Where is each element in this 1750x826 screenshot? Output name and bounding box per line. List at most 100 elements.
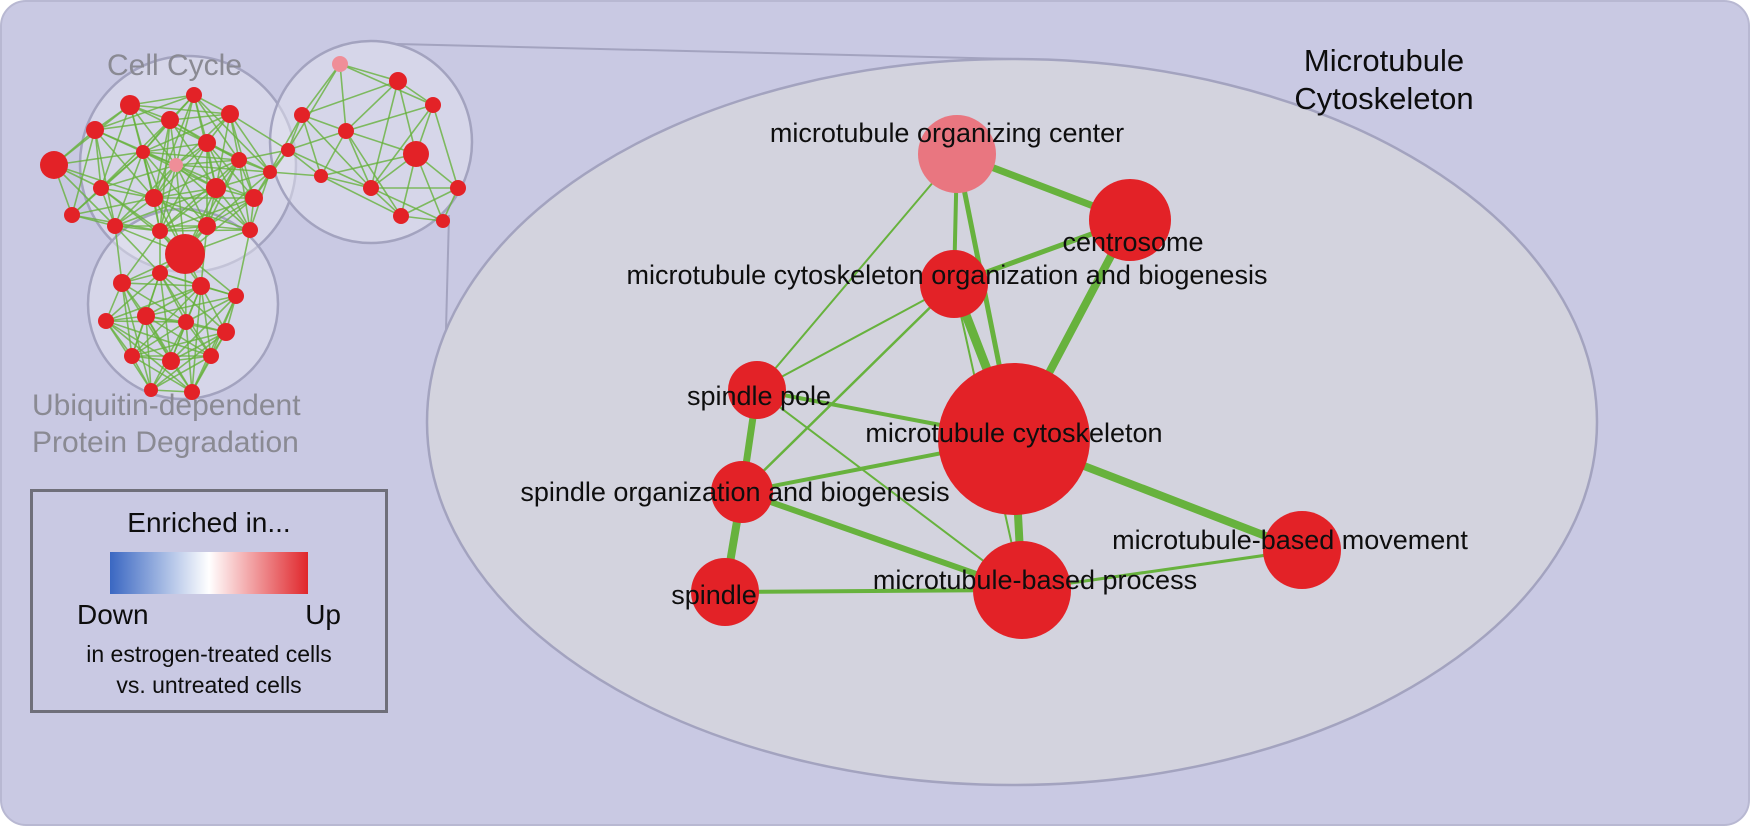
mini-edge: [131, 331, 227, 357]
mini-edge: [287, 63, 341, 151]
legend-downup-row: Down Up: [33, 599, 385, 631]
mini-edge: [53, 164, 116, 227]
mini-edge: [370, 80, 399, 189]
mini-edge: [159, 142, 208, 232]
mini-edge: [229, 113, 289, 151]
mini-node: [198, 134, 216, 152]
mini-edge: [121, 230, 161, 284]
mini-edge: [142, 113, 231, 153]
mini-edge: [320, 175, 372, 189]
mini-node: [217, 323, 235, 341]
mini-edge: [345, 130, 402, 217]
mini-edge: [114, 187, 217, 227]
mini-edge: [301, 80, 399, 116]
node-moc: [918, 115, 996, 193]
mini-node: [192, 277, 210, 295]
mini-edge: [159, 272, 227, 333]
mini-node: [436, 214, 450, 228]
cluster-label-microtubule-line2: Cytoskeleton: [1294, 81, 1474, 116]
label-mt-cyto: microtubule cytoskeleton: [865, 418, 1162, 448]
node-mt-cyto: [938, 363, 1090, 515]
legend-up-label: Up: [305, 599, 341, 630]
mini-edge: [175, 94, 195, 166]
cluster-circle-microtubule: [268, 39, 474, 245]
node-orgbio: [920, 250, 988, 318]
mini-edge: [170, 295, 237, 362]
mini-edge: [114, 151, 144, 227]
mini-edge: [94, 129, 102, 189]
mini-edge: [145, 285, 202, 317]
mini-edge: [100, 104, 131, 189]
mini-edge: [131, 321, 187, 357]
mini-node: [389, 72, 407, 90]
label-mt-movement: microtubule-based movement: [1112, 525, 1468, 555]
mini-node: [393, 208, 409, 224]
node-spindle-org: [711, 461, 773, 523]
mini-edge: [287, 149, 322, 177]
mini-node: [145, 189, 163, 207]
mini-edge: [121, 282, 133, 357]
mini-edge: [229, 113, 271, 173]
mini-edge: [142, 151, 240, 161]
mini-edge: [153, 197, 251, 231]
mini-node: [120, 95, 140, 115]
label-mt-process: microtubule-based process: [873, 565, 1197, 595]
label-centrosome: centrosome: [1062, 227, 1203, 257]
mini-edge: [400, 187, 459, 217]
mini-node: [136, 145, 150, 159]
mini-node: [263, 165, 277, 179]
label-orgbio: microtubule cytoskeleton organization an…: [627, 260, 1268, 290]
legend-caption-line2: vs. untreated cells: [116, 672, 302, 698]
mini-edge: [153, 159, 240, 199]
mini-node: [165, 234, 205, 274]
mini-edge: [185, 295, 237, 323]
mini-edge: [153, 142, 208, 199]
mini-node: [178, 314, 194, 330]
mini-node: [314, 169, 328, 183]
mini-edge: [100, 164, 177, 189]
mini-edge: [206, 171, 271, 227]
zoom-guide-line: [396, 43, 1013, 60]
mini-node: [231, 152, 247, 168]
label-spindle-pole: spindle pole: [687, 381, 831, 411]
mini-edge: [320, 175, 402, 217]
mini-edge: [129, 104, 177, 166]
mini-node: [450, 180, 466, 196]
mini-node: [137, 307, 155, 325]
cluster-label-microtubule-cytoskeleton: Microtubule Cytoskeleton: [1264, 42, 1504, 118]
mini-edge: [142, 142, 208, 153]
mini-edge: [159, 187, 217, 232]
mini-node: [242, 222, 258, 238]
cluster-label-ubiquitin-line2: Protein Degradation: [32, 426, 299, 459]
mini-node: [169, 158, 183, 172]
mini-edge: [145, 295, 237, 317]
mini-edge: [301, 63, 341, 116]
legend-down-label: Down: [77, 599, 149, 630]
cluster-label-cell-cycle: Cell Cycle: [107, 49, 243, 82]
mini-node: [425, 97, 441, 113]
mini-node: [152, 223, 168, 239]
mini-node: [221, 105, 239, 123]
label-spindle: spindle: [671, 580, 757, 610]
mini-edge: [145, 315, 152, 391]
mini-node: [107, 218, 123, 234]
mini-edge: [193, 94, 271, 173]
mini-edge: [320, 130, 347, 177]
mini-node: [403, 141, 429, 167]
mini-edge: [94, 119, 171, 131]
mini-edge: [339, 63, 399, 82]
edge-spindle-mt-process: [723, 588, 1024, 594]
mini-edge: [287, 149, 372, 189]
mini-edge: [301, 114, 322, 177]
node-mt-movement: [1263, 511, 1341, 589]
mini-edge: [159, 159, 240, 232]
mini-node: [203, 348, 219, 364]
mini-node: [338, 123, 354, 139]
mini-node: [161, 111, 179, 129]
mini-edge: [269, 171, 322, 177]
mini-edge: [345, 130, 372, 189]
mini-edge: [105, 320, 172, 362]
mini-node: [86, 121, 104, 139]
edge-moc-spindle-pole: [756, 153, 958, 391]
